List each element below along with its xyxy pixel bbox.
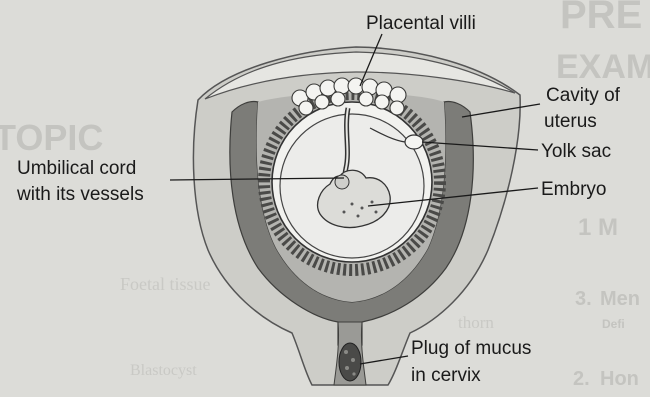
label-umbilical-cord-line2: with its vessels bbox=[16, 184, 144, 205]
label-embryo: Embryo bbox=[541, 179, 606, 200]
mucus-plug bbox=[339, 343, 361, 381]
bg-text-pre: PRE bbox=[560, 0, 642, 37]
uterus-drawing bbox=[193, 47, 520, 385]
embryo-head bbox=[335, 175, 349, 189]
label-cavity-of-uterus-line1: Cavity of bbox=[546, 85, 621, 106]
label-plug-of-mucus-line1: Plug of mucus bbox=[411, 338, 531, 359]
bg-text-exam: EXAM bbox=[556, 48, 650, 86]
bg-text-q2-word: Hon bbox=[600, 368, 639, 390]
bg-text-1m: 1 M bbox=[578, 214, 618, 241]
label-plug-of-mucus-line2: in cervix bbox=[411, 365, 481, 386]
label-placental-villi: Placental villi bbox=[366, 13, 476, 34]
label-yolk-sac: Yolk sac bbox=[541, 141, 611, 162]
yolk-sac bbox=[405, 135, 423, 149]
label-umbilical-cord-line1: Umbilical cord bbox=[17, 158, 136, 179]
bg-text-q3: 3. bbox=[575, 288, 592, 310]
bg-text-q2: 2. bbox=[573, 368, 590, 390]
bg-text-topic: TOPIC bbox=[0, 117, 103, 158]
label-cavity-of-uterus-line2: uterus bbox=[544, 111, 597, 132]
bg-text-q3-sub: Defi bbox=[602, 317, 625, 331]
bg-text-faint-2: thorn bbox=[458, 313, 494, 332]
bg-text-q3-word: Men bbox=[600, 288, 640, 310]
bg-text-faint-3: Blastocyst bbox=[130, 362, 197, 379]
bg-text-faint-1: Foetal tissue bbox=[120, 274, 211, 294]
